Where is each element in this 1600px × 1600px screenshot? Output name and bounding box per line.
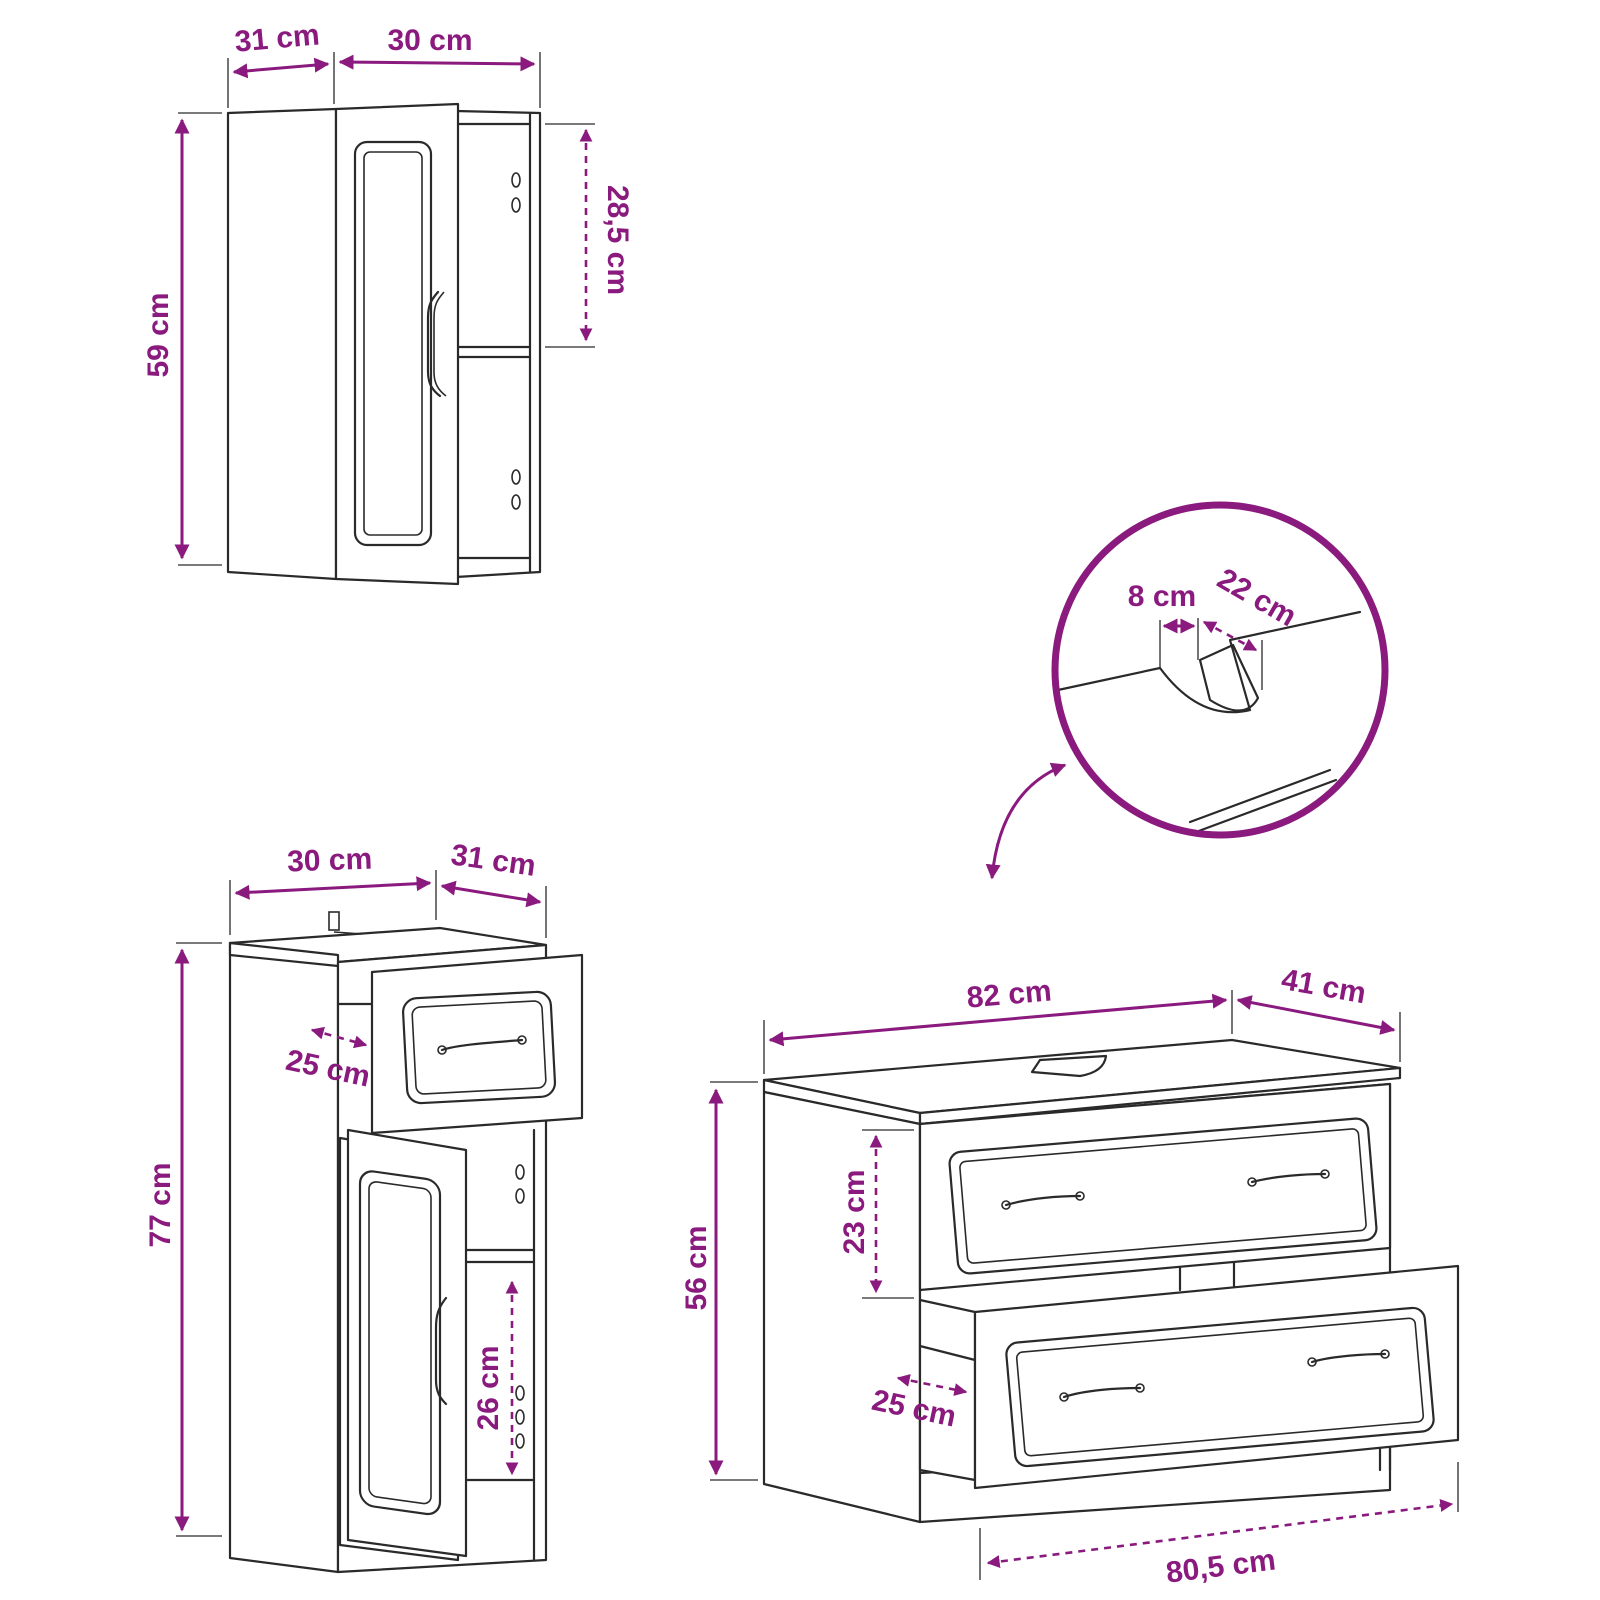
drawer-handle-icon	[1004, 1194, 1082, 1207]
wall-cabinet	[226, 102, 542, 586]
vanity-inner-width-label: 80,5 cm	[1164, 1543, 1277, 1589]
tall-cabinet-depth-label: 31 cm	[449, 838, 538, 883]
dimension-labels: 31 cm 30 cm 59 cm 28,5 cm 30 cm 31 cm 77…	[142, 18, 1368, 1589]
cutout-depth-label: 8 cm	[1128, 580, 1196, 613]
vanity-top-drawer	[918, 1082, 1392, 1292]
tall-cabinet-drawer	[370, 953, 584, 1135]
wall-cabinet-width-label: 30 cm	[387, 24, 472, 57]
drawer-handle-icon	[440, 1038, 524, 1052]
tall-cabinet-height-label: 77 cm	[144, 1162, 177, 1247]
wall-cabinet-shelf-label: 28,5 cm	[601, 185, 634, 295]
tall-cabinet-width-label: 30 cm	[287, 843, 373, 879]
wall-cabinet-depth-label: 31 cm	[233, 18, 321, 58]
tall-cabinet	[228, 911, 584, 1574]
vanity-depth-label: 41 cm	[1279, 963, 1369, 1010]
dimension-lines	[174, 52, 1459, 1580]
vanity-cabinet	[762, 1038, 1460, 1524]
vanity-bottom-drawer	[973, 1264, 1460, 1490]
tall-cabinet-door	[338, 1128, 468, 1562]
wall-cabinet-door	[334, 102, 460, 586]
drawer-handle-icon	[1062, 1386, 1142, 1399]
vanity-drawer-height-label: 23 cm	[838, 1169, 871, 1254]
drawer-handle-icon	[1250, 1172, 1327, 1184]
detail-circle	[1051, 501, 1389, 839]
wall-cabinet-height-label: 59 cm	[142, 292, 175, 377]
detail-link-arrow	[985, 762, 1067, 880]
tall-cabinet-shelf-label: 26 cm	[472, 1345, 505, 1430]
vanity-width-label: 82 cm	[965, 974, 1053, 1014]
drawer-handle-icon	[1310, 1352, 1387, 1364]
door-handle-icon	[426, 290, 442, 398]
door-handle-icon	[434, 1296, 448, 1406]
cutout-width-label: 22 cm	[1212, 562, 1302, 633]
vanity-height-label: 56 cm	[680, 1225, 713, 1310]
cutout-detail	[985, 501, 1389, 880]
